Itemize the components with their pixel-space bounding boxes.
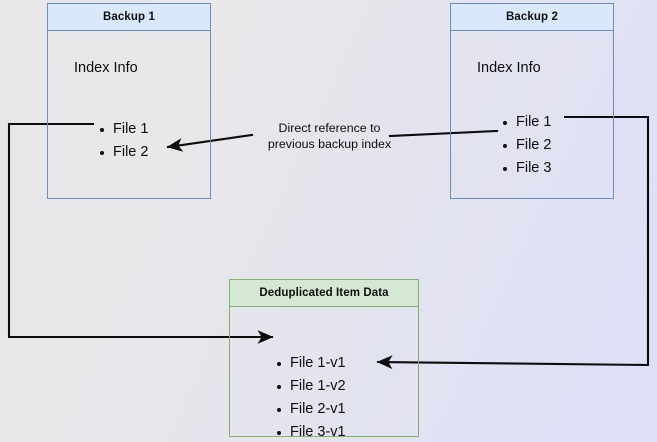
list-item: File 1 bbox=[99, 118, 148, 141]
deduplicated-file-list: File 1-v1 File 1-v2 File 2-v1 File 3-v1 bbox=[276, 352, 346, 442]
list-item: File 1 bbox=[502, 111, 551, 134]
list-item: File 2 bbox=[502, 134, 551, 157]
node-backup-2-header: Backup 2 bbox=[451, 4, 613, 31]
list-item: File 3 bbox=[502, 157, 551, 180]
node-backup-2-body: Index Info File 1 File 2 File 3 bbox=[451, 31, 613, 201]
list-item: File 2-v1 bbox=[276, 398, 346, 421]
node-backup-1-body: Index Info File 1 File 2 bbox=[48, 31, 210, 201]
list-item: File 1-v2 bbox=[276, 375, 346, 398]
node-deduplicated-item-data[interactable]: Deduplicated Item Data File 1-v1 File 1-… bbox=[229, 279, 419, 442]
edge-label-direct-reference: Direct reference to previous backup inde… bbox=[267, 121, 392, 151]
node-deduplicated-item-data-header: Deduplicated Item Data bbox=[230, 280, 418, 307]
node-backup-2[interactable]: Backup 2 Index Info File 1 File 2 File 3 bbox=[450, 3, 614, 199]
list-item: File 1-v1 bbox=[276, 352, 346, 375]
backup-2-index-info-label: Index Info bbox=[477, 60, 541, 76]
list-item: File 2 bbox=[99, 141, 148, 164]
backup-2-file-list: File 1 File 2 File 3 bbox=[502, 111, 551, 180]
node-backup-1[interactable]: Backup 1 Index Info File 1 File 2 bbox=[47, 3, 211, 199]
node-deduplicated-item-data-body: File 1-v1 File 1-v2 File 2-v1 File 3-v1 bbox=[230, 307, 418, 442]
backup-1-index-info-label: Index Info bbox=[74, 60, 138, 76]
node-backup-1-header: Backup 1 bbox=[48, 4, 210, 31]
list-item: File 3-v1 bbox=[276, 421, 346, 442]
backup-1-file-list: File 1 File 2 bbox=[99, 118, 148, 164]
